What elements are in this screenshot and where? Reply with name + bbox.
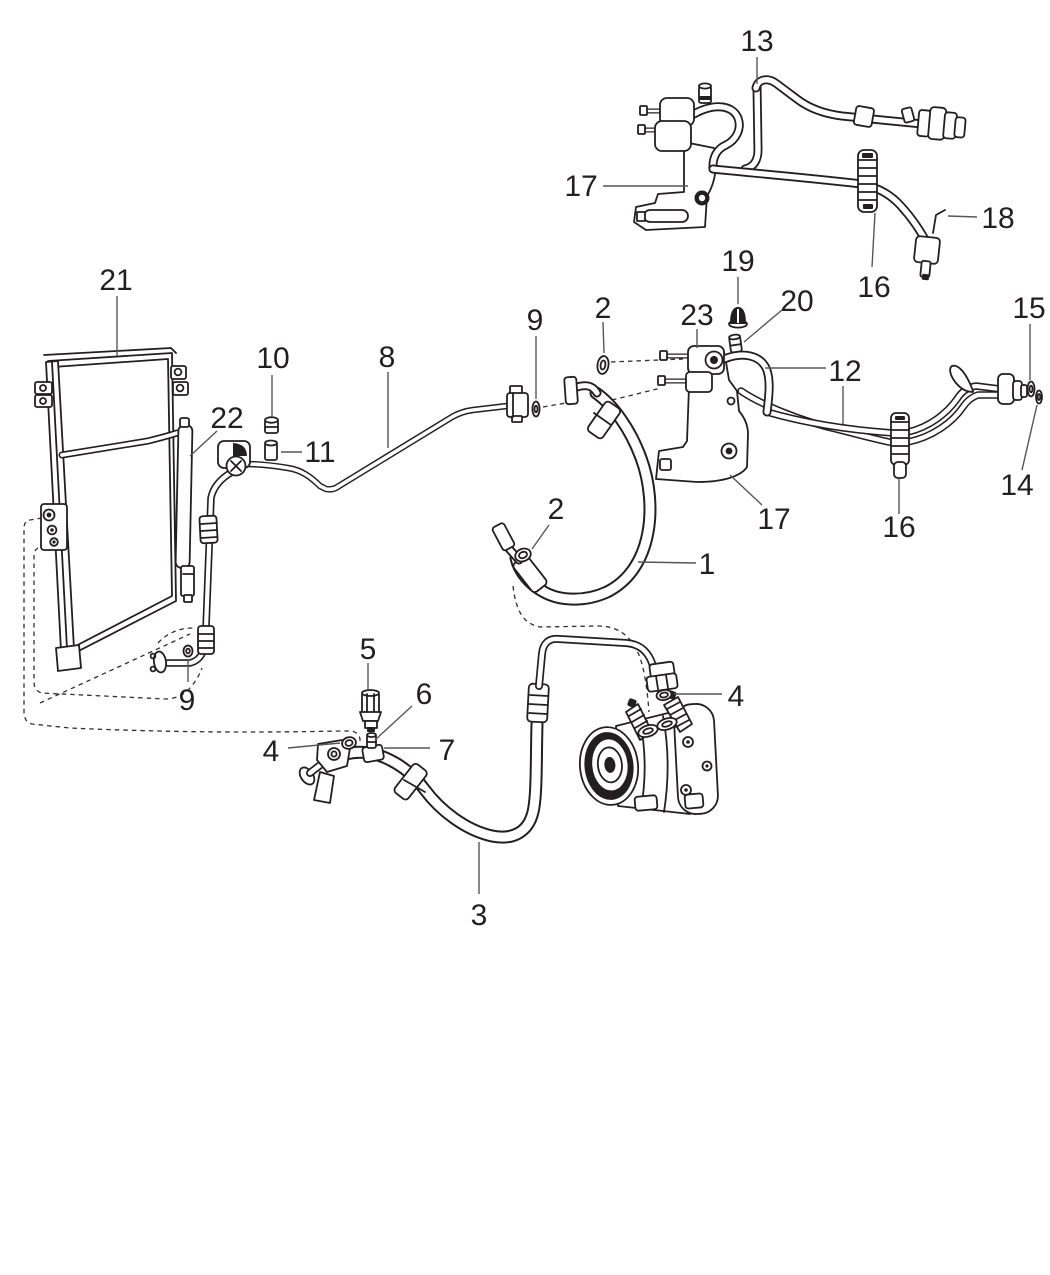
callout-11: 11 <box>281 436 336 469</box>
tube-8-end-clamp <box>506 385 529 423</box>
callout-20: 20 <box>743 285 814 343</box>
o-ring-9 <box>182 644 194 658</box>
callout-10: 10 <box>256 342 290 416</box>
svg-text:4: 4 <box>263 735 280 768</box>
svg-text:12: 12 <box>828 355 861 388</box>
svg-text:14: 14 <box>1000 469 1033 502</box>
svg-text:16: 16 <box>882 511 915 544</box>
svg-text:17: 17 <box>757 503 790 536</box>
receiver-drier <box>174 417 195 603</box>
callout-2-lower: 2 <box>531 493 565 550</box>
svg-text:20: 20 <box>780 285 813 318</box>
callout-17-upper: 17 <box>564 170 688 203</box>
callout-1: 1 <box>637 548 716 581</box>
callout-6: 6 <box>374 678 433 741</box>
svg-text:10: 10 <box>256 342 289 375</box>
callout-23: 23 <box>680 299 714 348</box>
valve-6 <box>366 732 377 749</box>
svg-text:6: 6 <box>416 678 433 711</box>
callout-3: 3 <box>471 842 488 932</box>
svg-text:11: 11 <box>304 436 335 469</box>
wire-hook-18 <box>932 209 946 234</box>
rear-lines-assembly <box>655 307 1043 483</box>
callout-14: 14 <box>1000 404 1038 502</box>
svg-text:5: 5 <box>360 633 377 666</box>
callouts: 13 17 18 16 21 10 22 11 8 9 2 23 19 20 1… <box>99 25 1045 932</box>
callout-19: 19 <box>721 245 755 304</box>
callout-9-upper: 9 <box>527 304 544 399</box>
o-ring-9-upper <box>531 400 541 418</box>
svg-text:9: 9 <box>527 304 544 337</box>
routing-dashed-lines <box>23 358 684 744</box>
suction-hose-1 <box>491 355 657 606</box>
svg-text:17: 17 <box>564 170 597 203</box>
callout-13: 13 <box>740 25 774 84</box>
svg-text:7: 7 <box>439 734 456 767</box>
discharge-tube-8 <box>217 385 541 493</box>
clamp-16-upper <box>857 149 878 213</box>
svg-text:19: 19 <box>721 245 754 278</box>
svg-text:21: 21 <box>99 264 132 297</box>
callout-7: 7 <box>384 734 455 767</box>
clamp-16-lower <box>890 412 910 479</box>
o-ring-15 <box>1026 380 1036 398</box>
callout-22: 22 <box>189 402 244 457</box>
callout-9-lower: 9 <box>179 659 196 717</box>
callout-16-lower: 16 <box>882 478 916 544</box>
cap-11 <box>264 439 278 461</box>
callout-12: 12 <box>765 355 862 424</box>
svg-text:23: 23 <box>680 299 713 332</box>
tube-13-end-fitting <box>916 106 967 141</box>
callout-4-left: 4 <box>263 735 341 768</box>
svg-text:22: 22 <box>210 402 243 435</box>
callout-2-upper: 2 <box>595 292 612 354</box>
condenser-liquid-line <box>149 468 236 674</box>
cap-10 <box>264 416 279 434</box>
svg-text:13: 13 <box>740 25 773 58</box>
svg-text:8: 8 <box>379 341 396 374</box>
top-line-assembly <box>633 75 967 281</box>
svg-text:1: 1 <box>699 548 716 581</box>
callout-5: 5 <box>360 633 377 690</box>
callout-15: 15 <box>1012 292 1046 380</box>
compressor-drawing <box>578 690 719 815</box>
compressor-pulley <box>578 726 640 806</box>
cap-19 <box>728 307 748 329</box>
o-ring-2-lower <box>514 547 532 563</box>
callout-8: 8 <box>379 341 396 448</box>
o-ring-2-upper <box>596 355 610 375</box>
valve-20 <box>728 333 743 354</box>
callout-16-upper: 16 <box>857 212 891 304</box>
svg-text:2: 2 <box>548 493 565 526</box>
condenser-drawing <box>34 347 195 672</box>
svg-text:9: 9 <box>179 684 196 717</box>
pressure-switch-5 <box>359 689 382 732</box>
svg-text:2: 2 <box>595 292 612 325</box>
svg-text:4: 4 <box>728 680 745 713</box>
callout-17-lower: 17 <box>729 474 791 536</box>
callout-18: 18 <box>947 202 1015 235</box>
svg-text:3: 3 <box>471 899 488 932</box>
callout-4-right: 4 <box>674 680 744 713</box>
seal-14 <box>1035 389 1043 405</box>
svg-text:15: 15 <box>1012 292 1045 325</box>
o-ring-4-left <box>341 736 357 750</box>
svg-text:16: 16 <box>857 271 890 304</box>
svg-text:18: 18 <box>981 202 1014 235</box>
callout-21: 21 <box>99 264 133 356</box>
suction-discharge-hose-3 <box>298 634 679 844</box>
